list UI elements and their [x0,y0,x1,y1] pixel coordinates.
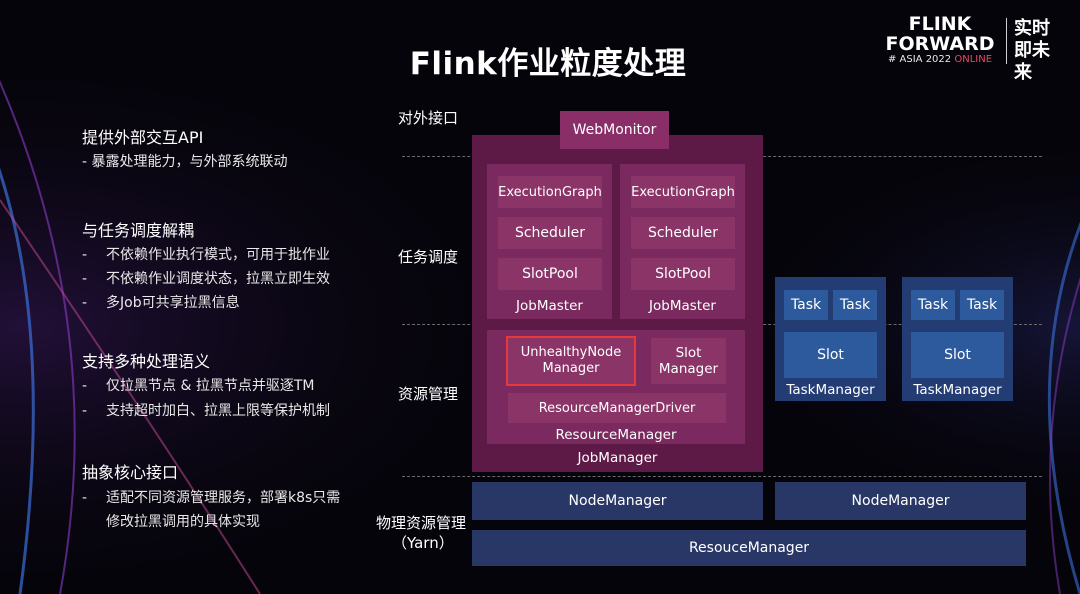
logo-line2: FORWARD [885,33,995,55]
section-item: -多Job可共享拉黑信息 [82,295,240,311]
section-heading-interface: 抽象核心接口 [82,463,179,482]
scheduler-component: Scheduler [498,217,602,249]
taskmanager-label: TaskManager [913,382,1002,398]
logo-cn: 实时即未来 [1014,18,1050,83]
section-item: -支持超时加白、拉黑上限等保护机制 [82,403,330,419]
flink-forward-logo: FLINK FORWARD [880,14,1000,54]
layer-label-scheduling: 任务调度 [398,248,459,266]
resourcemanager-label: ResourceManager [555,427,677,443]
task-component: Task [784,290,828,320]
resourcemanagerdriver-component: ResourceManagerDriver [508,393,726,423]
unhealthynodemanager-component: UnhealthyNode Manager [506,336,636,386]
section-item: -不依赖作业执行模式，可用于批作业 [82,247,330,263]
logo-badge: ONLINE [954,54,993,65]
slotpool-component: SlotPool [498,258,602,290]
slot-component: Slot [911,332,1004,378]
logo-prefix: # ASIA 2022 [887,54,952,65]
section-heading-semantics: 支持多种处理语义 [82,352,211,371]
slotmanager-component: Slot Manager [651,338,726,384]
scheduler-component: Scheduler [631,217,735,249]
layer-divider [402,476,1042,477]
logo-divider [1006,18,1007,64]
task-component: Task [833,290,877,320]
task-component: Task [911,290,955,320]
webmonitor-component: WebMonitor [560,111,669,149]
section-heading-decouple: 与任务调度解耦 [82,221,195,240]
unhealthy-line1: UnhealthyNode [520,345,622,360]
slotmanager-line2: Manager [658,361,719,377]
logo-line1: FLINK [908,13,972,35]
slotmanager-line1: Slot [675,345,702,361]
nodemanager-component-1: NodeManager [472,482,763,520]
layer-label-external: 对外接口 [398,109,459,127]
yarn-resourcemanager-component: ResouceManager [472,530,1026,566]
slot-component: Slot [784,332,877,378]
logo-subtitle: # ASIA 2022 ONLINE [880,54,1000,65]
section-heading-api: 提供外部交互API [82,128,204,147]
section-item: - 暴露处理能力，与外部系统联动 [82,154,288,170]
layer-label-yarn: （Yarn） [392,534,454,552]
jobmaster-label: JobMaster [649,298,716,314]
jobmaster-label: JobMaster [516,298,583,314]
slotpool-component: SlotPool [631,258,735,290]
taskmanager-label: TaskManager [786,382,875,398]
section-item: 修改拉黑调用的具体实现 [106,514,260,530]
jobmanager-label: JobManager [577,450,658,466]
section-item: -适配不同资源管理服务，部署k8s只需 [82,490,341,506]
section-item: -仅拉黑节点 & 拉黑节点并驱逐TM [82,378,315,394]
section-item: -不依赖作业调度状态，拉黑立即生效 [82,271,330,287]
layer-label-resource: 资源管理 [398,385,459,403]
task-component: Task [960,290,1004,320]
executiongraph-component: ExecutionGraph [498,176,602,208]
unhealthy-line2: Manager [542,361,600,376]
executiongraph-component: ExecutionGraph [631,176,735,208]
layer-label-physical: 物理资源管理 [376,514,467,532]
nodemanager-component-2: NodeManager [775,482,1026,520]
page-title: Flink作业粒度处理 [409,46,687,82]
